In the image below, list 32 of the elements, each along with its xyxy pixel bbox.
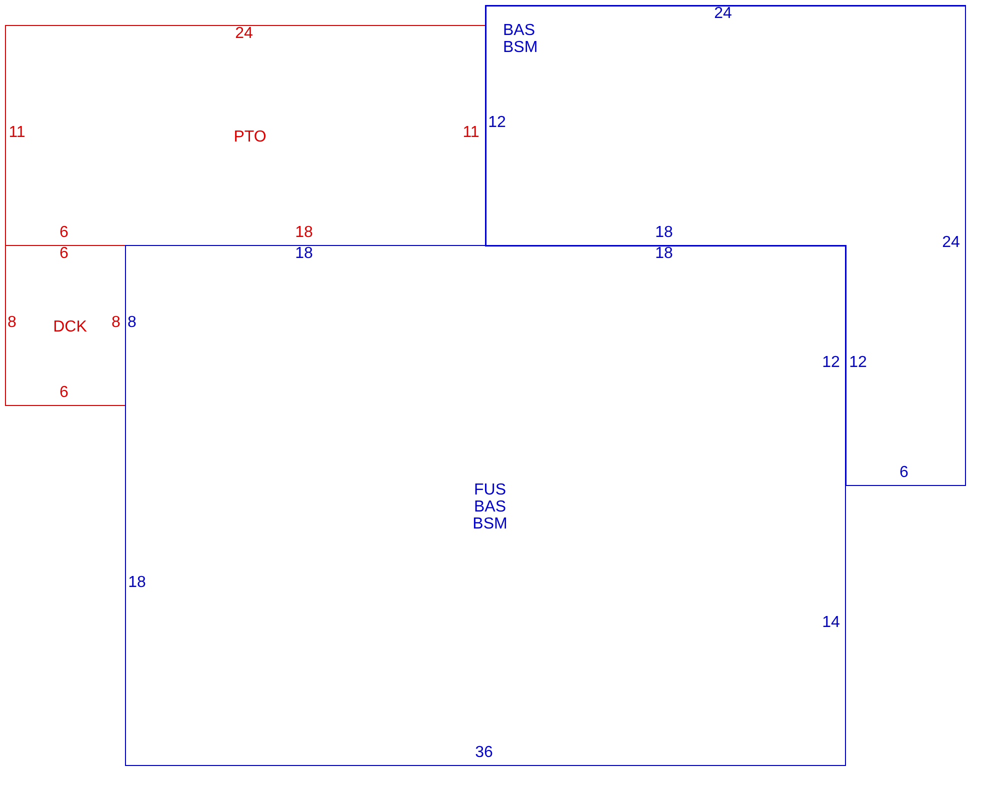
dimension-label: 18 <box>655 225 673 241</box>
floor-area <box>5 25 486 246</box>
area-code: BAS <box>474 498 506 516</box>
dimension-label: 6 <box>60 225 68 241</box>
dimension-label: 12 <box>849 355 867 371</box>
floor-area <box>125 245 846 766</box>
area-code: BSM <box>472 516 508 532</box>
dimension-label: 18 <box>128 575 146 591</box>
dimension-label: 8 <box>128 315 136 331</box>
dimension-label: 11 <box>8 125 26 141</box>
dimension-label: 24 <box>942 235 960 251</box>
dimension-label: 18 <box>655 246 673 262</box>
dimension-label: 8 <box>112 315 120 331</box>
dimension-label: 18 <box>295 225 313 241</box>
dimension-label: 12 <box>822 355 840 371</box>
dimension-label: 14 <box>822 615 840 631</box>
dimension-label: 18 <box>295 246 313 262</box>
floor-area <box>5 245 126 406</box>
dimension-label: 24 <box>235 26 253 42</box>
dimension-label: 36 <box>475 745 493 761</box>
area-code: PTO <box>234 128 266 146</box>
dimension-label: 6 <box>60 246 68 262</box>
dimension-label: 6 <box>60 385 68 401</box>
dimension-label: 6 <box>900 465 908 481</box>
dimension-label: 24 <box>714 6 732 22</box>
area-code: BSM <box>503 39 538 56</box>
dimension-label: 8 <box>8 315 16 331</box>
area-code: FUS <box>474 482 506 498</box>
area-code: DCK <box>53 318 87 336</box>
area-code: BAS <box>503 22 536 39</box>
dimension-label: 11 <box>462 125 480 141</box>
dimension-label: 12 <box>488 115 506 131</box>
